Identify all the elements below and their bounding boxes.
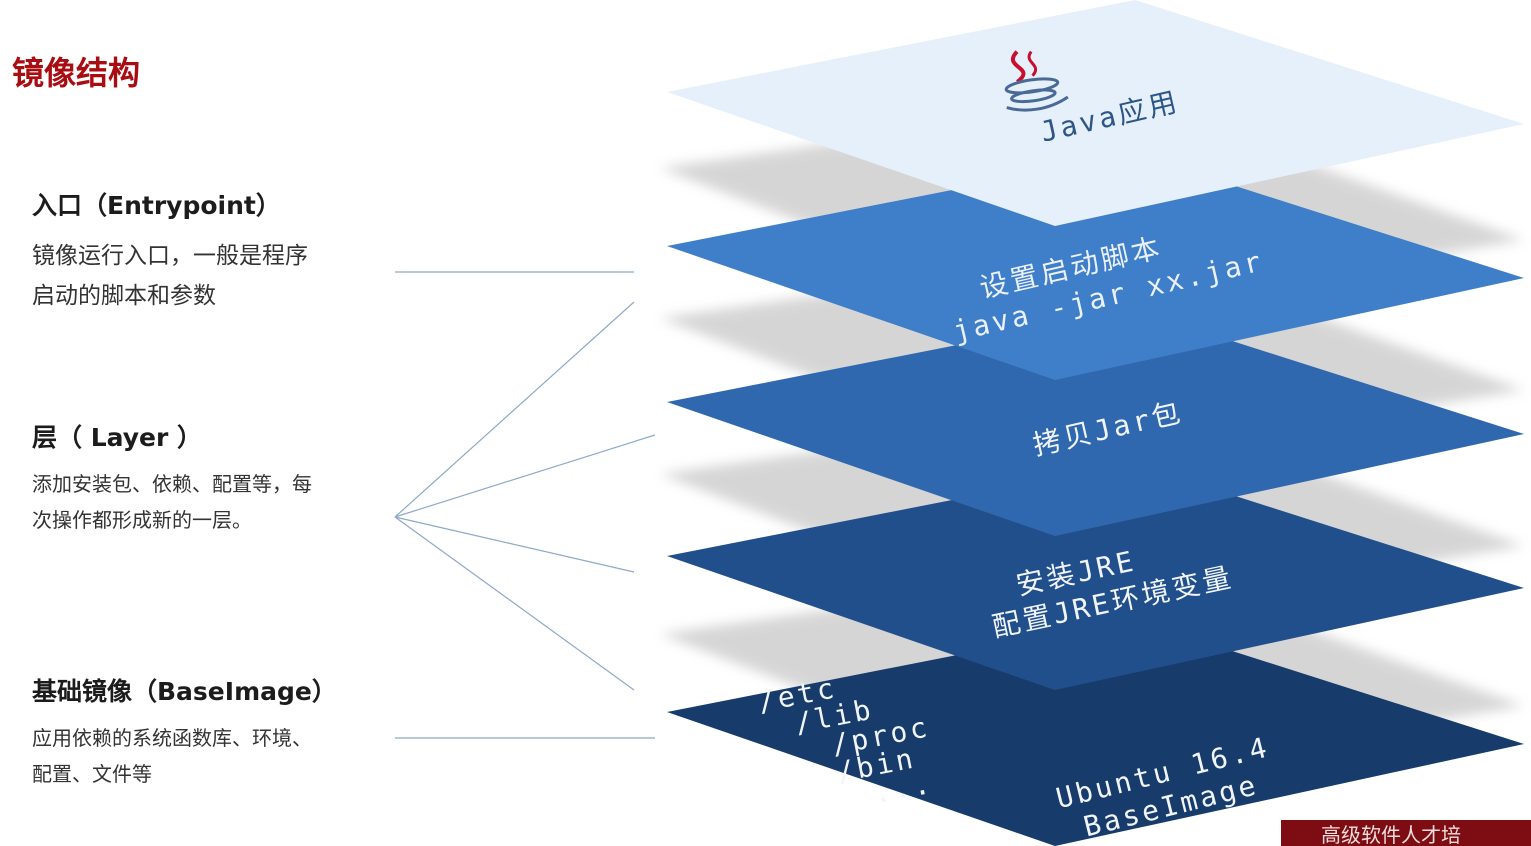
base-image-description: 应用依赖的系统函数库、环境、 配置、文件等 [32, 726, 312, 786]
card-jre: 安装JRE 配置JRE环境变量 [667, 464, 1524, 690]
card-base-image-face [667, 620, 1524, 846]
page-title: 镜像结构 [12, 54, 141, 92]
card-base-image: /etc /lib /proc /bin ... Ubuntu 16.4 Bas… [667, 620, 1524, 846]
layer-heading: 层（ Layer ） [32, 423, 203, 452]
card-jre-face [667, 464, 1524, 690]
card-java-app-face [667, 0, 1524, 226]
card-startup: 设置启动脚本 java -jar xx.jar [667, 154, 1524, 380]
layer-connector-3 [394, 516, 635, 573]
layer-description: 添加安装包、依赖、配置等，每 次操作都形成新的一层。 [32, 472, 312, 532]
layer-connector-4 [394, 516, 635, 691]
card-startup-face [667, 154, 1524, 380]
layer-connector-1 [394, 301, 635, 518]
entrypoint-description: 镜像运行入口，一般是程序 启动的脚本和参数 [32, 243, 308, 309]
card-copy-jar-face [667, 310, 1524, 536]
card-java-app: Java应用 [667, 0, 1524, 226]
entrypoint-heading: 入口（Entrypoint） [32, 191, 281, 220]
base-image-heading: 基础镜像（BaseImage） [32, 677, 337, 706]
connector-lines [394, 271, 656, 739]
layer-connector-2 [394, 434, 656, 518]
footer-banner: 高级软件人才培 [1281, 820, 1531, 846]
card-copy-jar: 拷贝Jar包 [667, 310, 1524, 536]
java-icon [1004, 50, 1069, 112]
